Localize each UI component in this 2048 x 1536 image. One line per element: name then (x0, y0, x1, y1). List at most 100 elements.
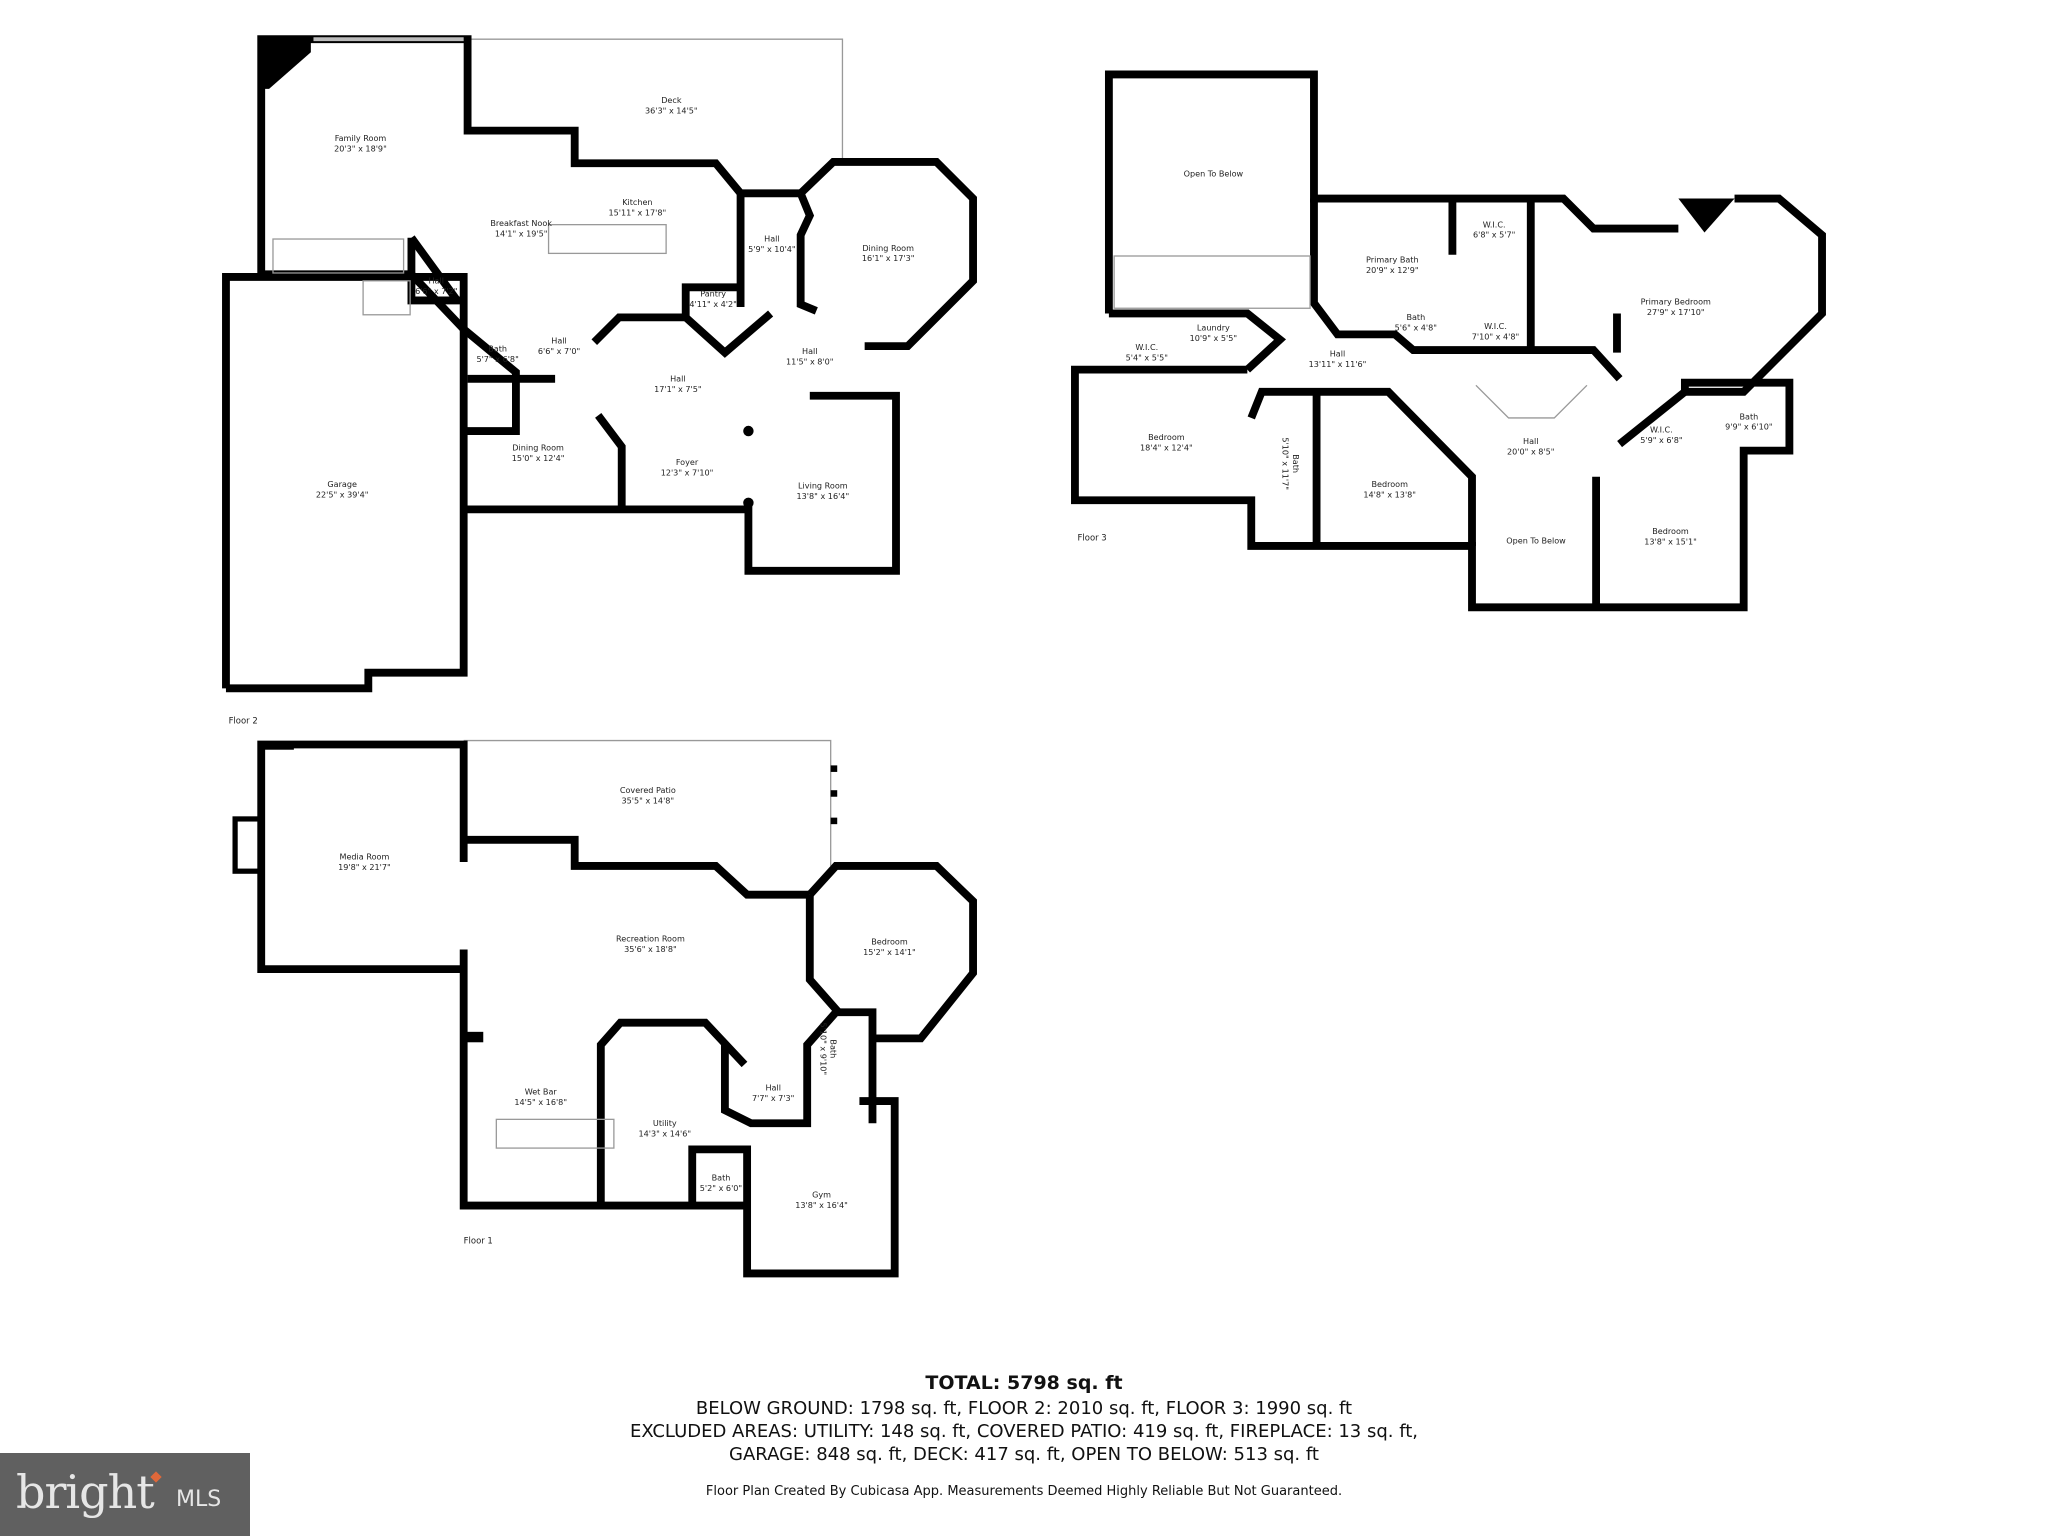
total-area: TOTAL: 5798 sq. ft (925, 1372, 1123, 1394)
room-size: 5'2" x 6'0" (700, 1183, 742, 1193)
room-size: 6'6" x 7'0" (538, 346, 580, 356)
room-label: W.I.C.5'9" x 6'8" (1640, 424, 1682, 444)
room-name: Hall (551, 336, 567, 346)
floor-2-walls (222, 35, 977, 693)
room-name: Bedroom (1652, 526, 1689, 536)
room-name: Bath (1406, 312, 1425, 322)
room-name: Dining Room (512, 443, 564, 453)
room-name: Family Room (335, 133, 387, 143)
room-name: Covered Patio (620, 785, 676, 795)
excluded-areas: EXCLUDED AREAS: UTILITY: 148 sq. ft, COV… (629, 1421, 1419, 1442)
room-size: 5'7" x 6'8" (476, 354, 518, 364)
room-label: Open To Below (1506, 535, 1566, 545)
room-name: Hall (1330, 349, 1346, 359)
room-name: Open To Below (1506, 535, 1566, 545)
room-name: Hall (670, 373, 686, 383)
room-size: 5'4" x 5'5" (1126, 352, 1168, 362)
room-name: W.I.C. (1483, 219, 1506, 229)
room-name: Kitchen (622, 197, 652, 207)
room-name: Open To Below (1184, 168, 1244, 178)
disclaimer: Floor Plan Created By Cubicasa App. Meas… (705, 1484, 1343, 1499)
room-name: Bath (1740, 411, 1759, 421)
logo-bright: bright (16, 1465, 155, 1519)
room-size: 20'3" x 18'9" (334, 144, 387, 154)
room-name: Hall (765, 1083, 781, 1093)
room-size: 27'9" x 17'10" (1647, 307, 1705, 317)
room-size: 5'10" x 11'7" (1281, 437, 1291, 490)
room-name: W.I.C. (1135, 342, 1158, 352)
room-size: 19'8" x 21'7" (338, 862, 391, 872)
room-label: Open To Below (1184, 168, 1244, 178)
room-name: Breakfast Nook (490, 218, 552, 228)
room-size: 13'8" x 16'4" (795, 1200, 848, 1210)
room-size: 9'9" x 6'10" (1725, 422, 1773, 432)
room-size: 4'11" x 4'2" (689, 299, 737, 309)
room-size: 20'0" x 8'5" (1507, 447, 1555, 457)
room-name: Bath (712, 1173, 731, 1183)
room-size: 20'9" x 12'9" (1366, 265, 1419, 275)
room-size: 5'9" x 10'4" (748, 244, 796, 254)
room-size: 14'3" x 14'6" (638, 1128, 691, 1138)
room-name: Bath (488, 343, 507, 353)
room-name: Bedroom (1371, 479, 1408, 489)
room-size: 14'1" x 19'5" (495, 228, 548, 238)
room-name: Gym (812, 1190, 831, 1200)
floor-label: Floor 3 (1078, 533, 1107, 543)
room-name: Deck (661, 95, 682, 105)
room-size: 7'7" x 7'3" (752, 1093, 794, 1103)
logo-mls: MLS (176, 1487, 222, 1512)
bright-mls-logo: bright MLS (0, 1453, 250, 1536)
room-name: Utility (653, 1118, 677, 1128)
room-name: Bedroom (1148, 432, 1185, 442)
room-size: 14'5" x 16'8" (514, 1097, 567, 1107)
room-name: Garage (327, 479, 357, 489)
room-size: 12'3" x 7'10" (661, 467, 714, 477)
room-label: Bath5'10" x 11'7" (1281, 437, 1301, 490)
room-name: Bath (829, 1039, 839, 1058)
room-name: W.I.C. (1650, 424, 1673, 434)
room-label: W.I.C.5'4" x 5'5" (1126, 342, 1168, 362)
room-size: 36'3" x 14'5" (645, 106, 698, 116)
room-size: 13'11" x 11'6" (1309, 359, 1367, 369)
room-name: Primary Bath (1366, 255, 1419, 265)
room-size: 16'1" x 17'3" (862, 253, 915, 263)
room-size: 17'1" x 7'5" (654, 384, 702, 394)
room-size: 15'11" x 17'8" (608, 208, 666, 218)
room-size: 7'10" x 4'8" (1472, 332, 1520, 342)
room-name: Hall (802, 346, 818, 356)
room-name: Dining Room (862, 243, 914, 253)
room-label: W.I.C.7'10" x 4'8" (1472, 321, 1520, 341)
room-size: 13'8" x 15'1" (1644, 537, 1697, 547)
room-size: 35'6" x 18'8" (624, 944, 677, 954)
room-label: Bath5'10" x 9'10" (818, 1022, 838, 1075)
room-name: Laundry (1197, 322, 1230, 332)
excluded-areas-cont: GARAGE: 848 sq. ft, DECK: 417 sq. ft, OP… (729, 1444, 1319, 1465)
room-size: 5'10" x 9'10" (818, 1022, 828, 1075)
room-name: Media Room (339, 851, 389, 861)
room-name: Hall (1523, 436, 1539, 446)
room-name: Hall (764, 234, 780, 244)
